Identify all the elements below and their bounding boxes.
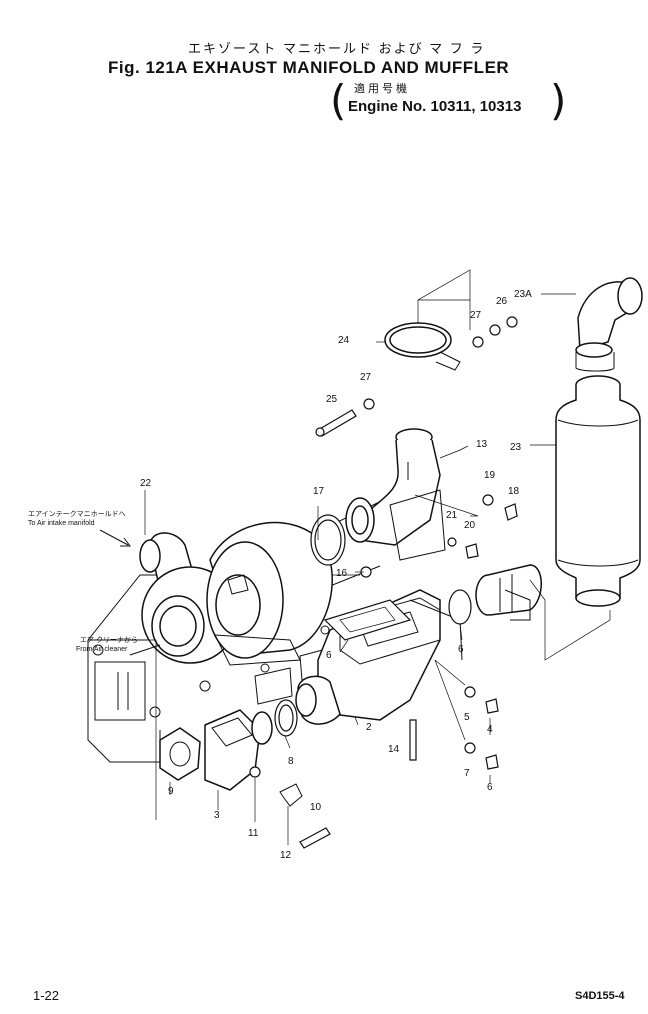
plug-4 — [485, 698, 499, 714]
gasket-5 — [464, 686, 476, 698]
callout-3: 3 — [214, 810, 220, 821]
plug-20 — [465, 543, 479, 559]
callout-26: 26 — [496, 296, 508, 307]
callout-14: 14 — [388, 744, 400, 755]
callout-27-lower: 27 — [360, 372, 372, 383]
callout-10: 10 — [310, 802, 322, 813]
outlet-pipe — [475, 564, 542, 621]
bracket-right: ) — [550, 76, 567, 125]
leader-lines — [144, 269, 611, 845]
callout-5: 5 — [464, 712, 470, 723]
turbocharger — [139, 521, 333, 666]
callout-12: 12 — [280, 850, 292, 861]
arrow-from-cleaner — [129, 644, 161, 656]
gasket-6-upper — [448, 589, 472, 625]
clamp-24 — [384, 322, 461, 371]
bracket-left: ( — [330, 76, 347, 125]
bracket-12 — [279, 783, 303, 807]
plug-6 — [485, 754, 499, 770]
washer-27-lower — [363, 398, 375, 410]
cover-plate-9 — [159, 727, 201, 781]
washer-21 — [447, 537, 457, 547]
plug-18 — [504, 503, 518, 521]
engine-applicability: Engine No. 10311, 10313 — [348, 98, 522, 115]
gasket-19 — [482, 494, 494, 506]
callout-6-upper: 6 — [458, 644, 464, 655]
bolt-14 — [409, 719, 417, 761]
callout-25: 25 — [326, 394, 338, 405]
callout-8: 8 — [288, 756, 294, 767]
exhaust-elbow — [345, 428, 446, 561]
callout-6-lower: 6 — [487, 782, 493, 793]
figure-title: Fig. 121A EXHAUST MANIFOLD AND MUFFLER — [108, 58, 510, 77]
japanese-title: エキゾースト マニホールド および マ フ ラ — [188, 41, 486, 56]
callout-27-upper: 27 — [470, 310, 482, 321]
callout-16: 16 — [336, 568, 348, 579]
callout-22: 22 — [140, 478, 152, 489]
callout-7: 7 — [464, 768, 470, 779]
note-air-cleaner-en: From Air cleaner — [76, 646, 128, 653]
muffler-23 — [555, 375, 641, 607]
note-air-intake-en: To Air intake manifold — [28, 520, 95, 527]
rain-cap-23A — [575, 277, 643, 372]
callout-13: 13 — [476, 439, 488, 450]
arrow-to-intake — [99, 529, 129, 546]
callout-11: 11 — [248, 828, 259, 839]
callout-2: 2 — [366, 722, 372, 733]
gasket-8-inner — [278, 704, 294, 732]
note-air-cleaner-jp: エア クリーナから — [80, 636, 138, 644]
page-number: 1-22 — [33, 988, 60, 1003]
note-air-intake-jp: エアインテークマニホールドへ — [28, 510, 126, 518]
callout-23A: 23A — [514, 289, 532, 300]
inlet-connector — [204, 709, 273, 791]
callout-23: 23 — [510, 442, 522, 453]
document-code: S4D155-4 — [575, 990, 625, 1002]
callout-4: 4 — [487, 724, 493, 735]
nut-26a — [489, 324, 501, 336]
callout-6-plate: 6 — [326, 650, 332, 661]
nut-26b — [506, 316, 518, 328]
callout-21: 21 — [446, 510, 458, 521]
washer-27-upper — [472, 336, 484, 348]
callout-18: 18 — [508, 486, 520, 497]
callout-17: 17 — [313, 486, 325, 497]
gasket-17-inner — [314, 519, 342, 561]
washer-11 — [249, 766, 261, 778]
gasket-6-plate — [323, 599, 412, 641]
callout-20: 20 — [464, 520, 476, 531]
bolt-10 — [299, 827, 331, 849]
callout-9: 9 — [168, 786, 174, 797]
gasket-7 — [464, 742, 476, 754]
callout-labels: 2 3 4 5 6 6 6 7 8 9 10 11 12 13 14 16 17… — [140, 289, 532, 861]
callout-24: 24 — [338, 335, 350, 346]
callout-19: 19 — [484, 470, 496, 481]
japanese-applicability: 適用号機 — [354, 83, 410, 95]
